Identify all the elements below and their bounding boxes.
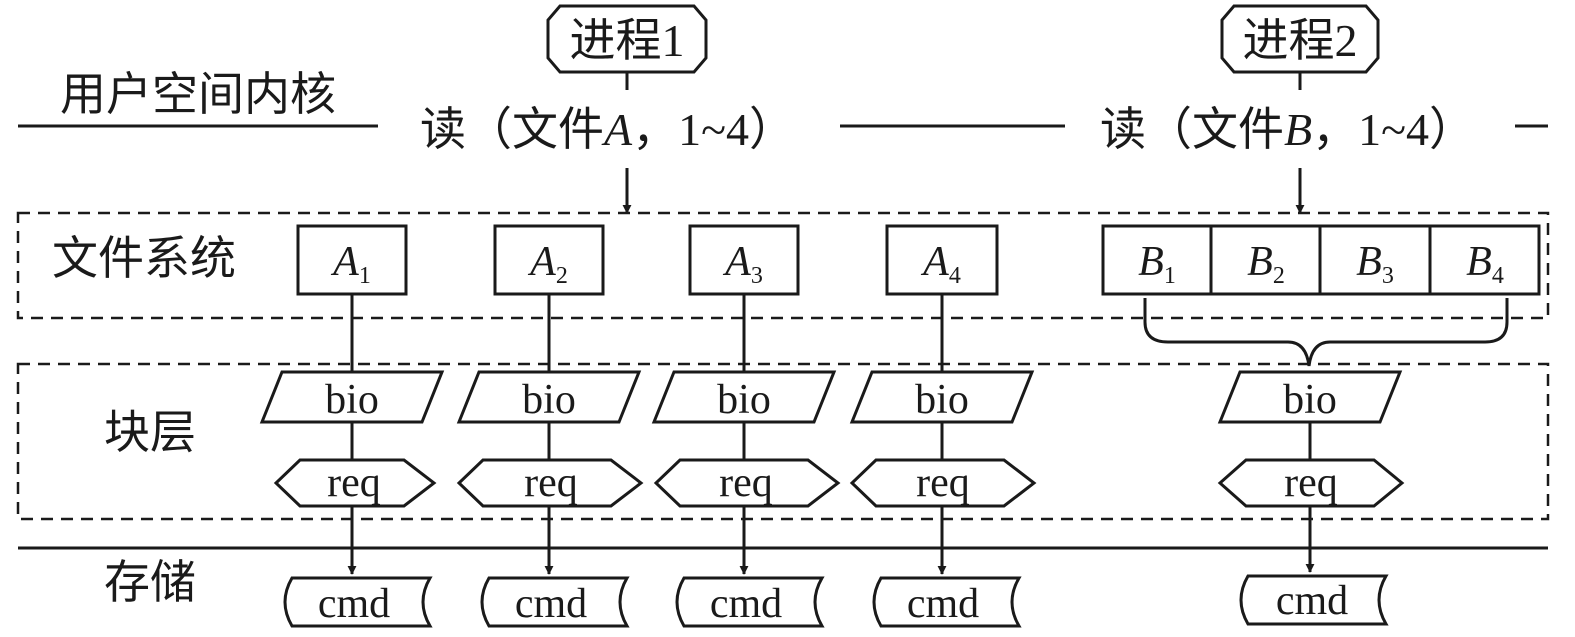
file-b-block-1-label: B1 <box>1138 239 1176 289</box>
req-b-label: req <box>1284 460 1338 506</box>
req-3-label: req <box>719 460 773 506</box>
req-4 <box>849 458 1037 508</box>
bio-4 <box>849 370 1035 424</box>
cmd-3-label: cmd <box>710 581 782 627</box>
req-1 <box>273 458 437 508</box>
file-b-merge-brace <box>1143 298 1509 367</box>
bio-2-label: bio <box>522 377 576 423</box>
cmd-1-label: cmd <box>318 581 390 627</box>
cmd-b-label: cmd <box>1276 578 1348 624</box>
req-2-label: req <box>524 460 578 506</box>
file-a-block-1-label: A1 <box>330 239 371 289</box>
req-2 <box>456 458 644 508</box>
bio-3 <box>651 370 837 424</box>
file-b-block-2-label: B2 <box>1247 239 1285 289</box>
cmd-2-label: cmd <box>515 581 587 627</box>
file-a-block-2 <box>493 224 605 296</box>
process-2-box <box>1220 4 1380 74</box>
process-1-box <box>546 4 708 74</box>
bio-4-label: bio <box>915 377 969 423</box>
bio-2 <box>456 370 642 424</box>
block-layer <box>16 362 1550 521</box>
bio-b-label: bio <box>1283 377 1337 423</box>
cmd-4 <box>872 576 1022 628</box>
bio-1-label: bio <box>325 377 379 423</box>
cmd-2 <box>480 576 630 628</box>
cmd-1 <box>283 576 433 628</box>
user-kernel-label: 用户空间内核 <box>60 69 336 120</box>
process-1-read-call: 读（文件A，1~4） <box>420 104 795 155</box>
cmd-b <box>1239 574 1389 626</box>
file-a-block-4-label: A4 <box>920 239 961 289</box>
bio-3-label: bio <box>717 377 771 423</box>
cmd-4-label: cmd <box>907 581 979 627</box>
req-4-label: req <box>916 460 970 506</box>
storage-label: 存储 <box>104 557 196 608</box>
bio-1 <box>259 370 445 424</box>
req-b <box>1217 458 1405 508</box>
req-1-label: req <box>327 460 381 506</box>
file-b-block-3-label: B3 <box>1356 239 1394 289</box>
process-2-read-call: 读（文件B，1~4） <box>1100 104 1475 155</box>
block-layer-label: 块层 <box>104 407 196 458</box>
process-2-label: 进程2 <box>1243 15 1358 66</box>
file-a-block-3-label: A3 <box>722 239 763 289</box>
cmd-3 <box>675 576 825 628</box>
bio-b <box>1217 370 1403 424</box>
filesystem-layer <box>16 211 1550 320</box>
file-a-block-2-label: A2 <box>527 239 568 289</box>
req-3 <box>653 458 841 508</box>
filesystem-label: 文件系统 <box>52 233 236 284</box>
file-a-block-3 <box>688 224 800 296</box>
file-b-block-4-label: B4 <box>1466 239 1504 289</box>
process-1-label: 进程1 <box>570 15 685 66</box>
